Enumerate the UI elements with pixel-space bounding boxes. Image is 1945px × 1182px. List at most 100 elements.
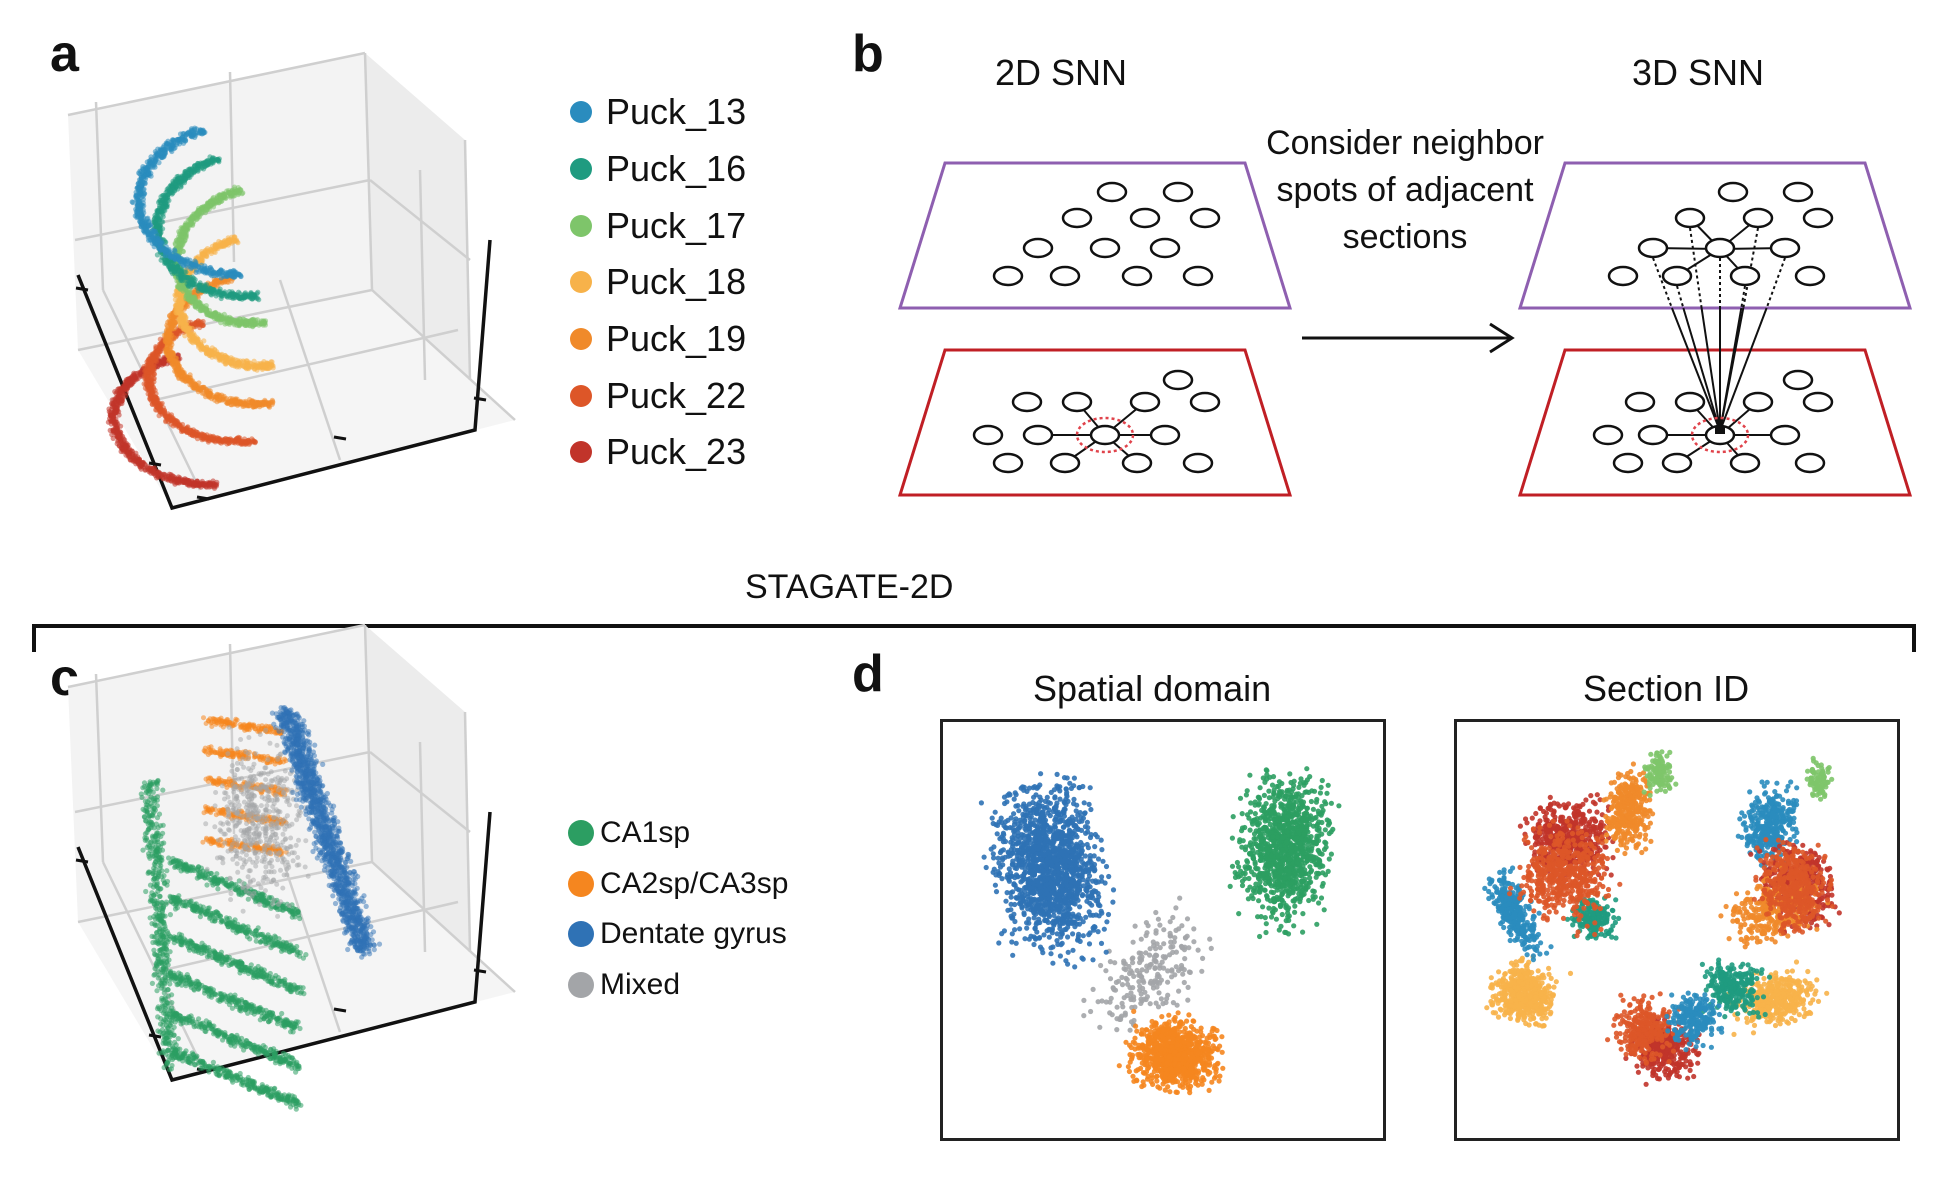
spot-icon — [1129, 391, 1161, 413]
data-point — [114, 441, 120, 447]
spot-icon — [1189, 207, 1221, 229]
data-point — [174, 477, 180, 483]
data-point — [153, 344, 159, 350]
spot-icon — [1794, 265, 1826, 287]
data-point — [206, 482, 212, 489]
grid-line — [67, 51, 366, 117]
spot-icon — [1049, 452, 1081, 474]
data-point — [229, 437, 235, 443]
spot-icon — [1049, 265, 1081, 287]
data-point — [195, 864, 202, 870]
data-point — [143, 381, 149, 387]
spot-icon — [1674, 207, 1706, 229]
data-point — [188, 427, 194, 434]
data-point — [185, 479, 191, 486]
axis-tick — [196, 495, 210, 501]
data-point — [214, 479, 220, 485]
data-point — [159, 411, 165, 417]
data-point — [153, 358, 160, 364]
grid-line — [228, 71, 236, 263]
data-point — [113, 410, 119, 416]
spot-icon — [1011, 391, 1043, 413]
data-point — [157, 470, 163, 477]
spot-icon — [1022, 237, 1054, 259]
spot-icon — [1096, 181, 1128, 203]
data-point — [161, 360, 167, 366]
snn-diagram — [897, 161, 1913, 497]
data-point — [119, 446, 125, 452]
data-point — [194, 429, 200, 435]
axis-tick — [148, 461, 162, 467]
spot-icon — [1592, 424, 1624, 446]
data-point — [159, 400, 165, 406]
floor-pane — [78, 290, 515, 508]
spot-icon — [1704, 237, 1736, 259]
lower-section-3d — [1517, 348, 1913, 497]
grid-line — [278, 279, 342, 461]
data-point — [233, 881, 239, 888]
axis-tick — [148, 1033, 162, 1039]
spot-icon — [972, 424, 1004, 446]
axis-tick — [473, 968, 487, 974]
spot-icon — [1182, 265, 1214, 287]
spot-icon — [1089, 237, 1121, 259]
data-point — [201, 482, 207, 488]
data-point — [117, 387, 123, 393]
data-point — [111, 420, 117, 426]
panel-a-3d-scatter — [67, 51, 516, 511]
data-point — [123, 442, 129, 448]
spot-icon — [1189, 391, 1221, 413]
data-point — [135, 459, 141, 465]
data-point — [242, 438, 248, 445]
spot-icon — [1782, 369, 1814, 391]
data-point — [154, 404, 160, 410]
data-point — [172, 863, 179, 869]
data-point — [249, 436, 255, 442]
data-point — [161, 471, 167, 477]
data-point — [149, 380, 155, 386]
3d-axes-box — [67, 51, 516, 511]
spot-icon — [1661, 265, 1693, 287]
data-point — [168, 417, 175, 423]
data-point — [119, 400, 125, 407]
grid-line — [369, 179, 471, 261]
data-point — [126, 454, 132, 460]
axis-tick — [75, 286, 89, 292]
spot-icon — [1674, 391, 1706, 413]
axis-tick — [333, 1007, 347, 1013]
panel-label-d: d — [852, 645, 884, 703]
data-point — [155, 353, 162, 359]
data-point — [129, 375, 135, 381]
spot-icon — [1061, 207, 1093, 229]
data-point — [152, 400, 158, 406]
scatter-points-a — [105, 125, 276, 491]
data-point — [289, 910, 295, 916]
data-point — [199, 874, 205, 880]
data-point — [215, 437, 221, 443]
spot-icon — [1717, 181, 1749, 203]
grid-line — [94, 101, 105, 291]
data-point — [159, 407, 165, 413]
grid-line — [74, 178, 371, 242]
data-point — [193, 483, 200, 489]
grid-line — [363, 52, 374, 291]
data-point — [164, 415, 170, 421]
data-point — [237, 438, 243, 444]
data-point — [151, 371, 158, 377]
data-point — [116, 433, 122, 439]
spot-icon — [1061, 391, 1093, 413]
axis-tick — [75, 858, 89, 864]
data-point — [106, 406, 112, 412]
spot-icon — [1729, 265, 1761, 287]
data-point — [114, 405, 120, 411]
data-point — [196, 320, 202, 326]
spot-icon — [1794, 452, 1826, 474]
axis-tick — [473, 396, 487, 402]
data-point — [199, 437, 205, 443]
spot-icon — [1637, 424, 1669, 446]
data-point — [190, 432, 196, 438]
data-point — [124, 379, 131, 385]
data-point — [214, 871, 220, 877]
data-point — [178, 858, 184, 865]
data-point — [110, 427, 116, 433]
